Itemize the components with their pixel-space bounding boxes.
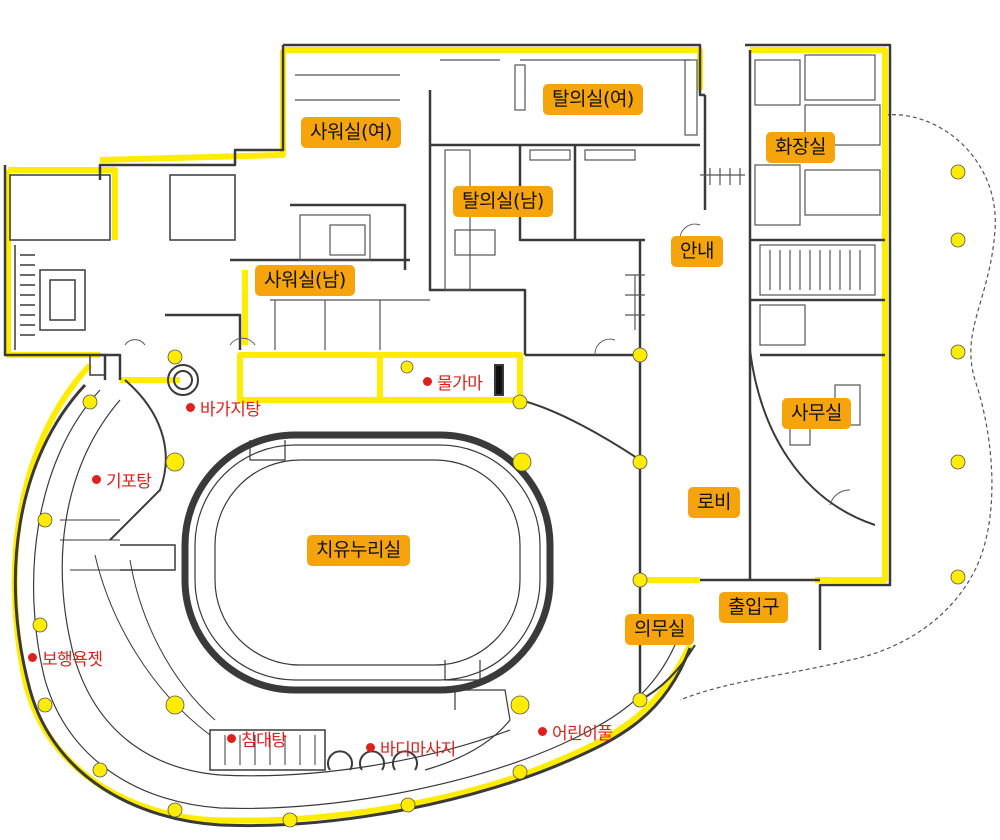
room-label-shower-men: 사워실(남) [255,265,355,296]
facility-bubble-bath: 기포탕 [92,467,152,492]
columns [32,164,966,828]
facility-label: 어린이풀 [552,724,613,744]
marker-dot [538,727,547,736]
room-label-locker-women: 탈의실(여) [543,84,643,115]
doors [124,223,851,506]
facility-label: 물가마 [437,374,483,394]
marker-dot [186,403,195,412]
outdoor-boundary [679,114,996,701]
room-label-locker-men: 탈의실(남) [453,186,553,217]
facility-label: 바가지탕 [200,400,261,420]
marker-dot [92,475,101,484]
bath-arcs [13,379,692,827]
marker-dot [28,653,37,662]
room-label-lobby: 로비 [688,487,740,518]
facility-kids-pool: 어린이풀 [538,719,613,744]
room-label-shower-women: 사워실(여) [301,117,401,148]
healing-room [181,431,554,694]
walls [3,43,892,700]
facility-body-massage: 바디마사지 [366,735,456,760]
room-label-healing-room: 치유누리실 [307,535,410,566]
marker-dot [227,734,236,743]
facility-floor-jet: 바가지탕 [186,395,261,420]
room-label-medical: 의무실 [625,614,694,645]
room-label-info: 안내 [671,236,723,267]
facility-walking-bath: 보행욕젯 [28,645,103,670]
facility-label: 바디마사지 [380,740,456,760]
room-label-office: 사무실 [782,398,851,429]
room-label-entrance: 출입구 [719,592,788,623]
bath-fixtures [167,364,504,771]
room-label-restroom: 화장실 [766,132,835,163]
right-fixtures [625,54,881,446]
left-rooms [9,174,236,376]
locker-fixtures [270,59,698,350]
marker-dot [366,743,375,752]
marker-dot [423,377,432,386]
facility-label: 침대탕 [241,731,287,751]
facility-water-kettle: 물가마 [423,369,483,394]
facility-label: 보행욕젯 [42,650,103,670]
facility-label: 기포탕 [106,472,152,492]
facility-lying-bath: 침대탕 [227,726,287,751]
